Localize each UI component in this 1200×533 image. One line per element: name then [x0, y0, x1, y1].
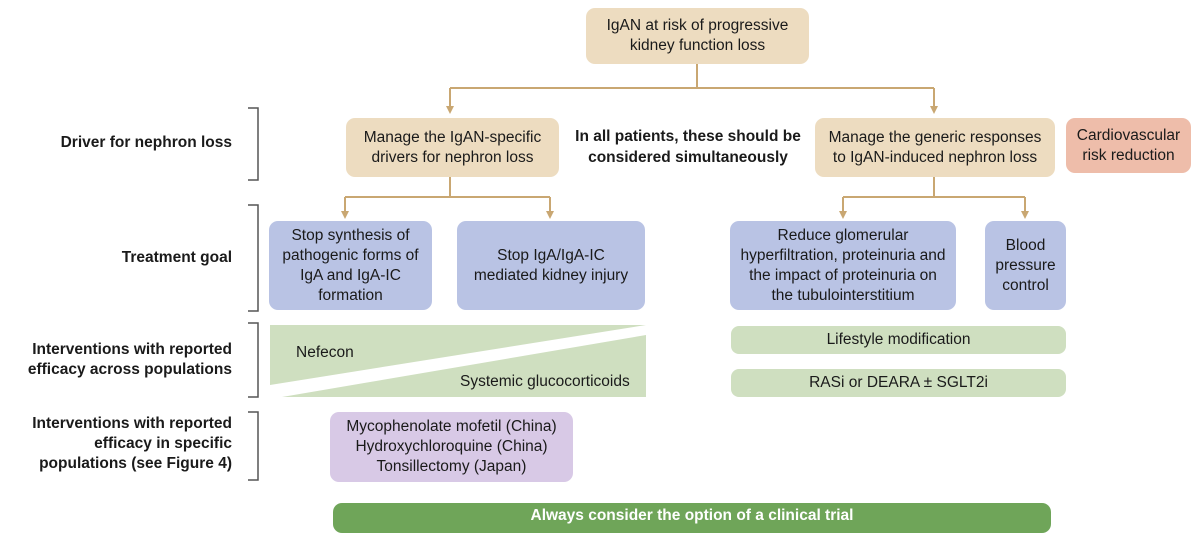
goal-reduce-hyperfiltration-box: Reduce glomerular hyperfiltration, prote… — [730, 221, 956, 310]
connector-generic-to-goals — [839, 177, 1029, 219]
cardiovascular-label: Cardiovascular risk reduction — [1076, 126, 1181, 164]
connector-specific-to-goals — [341, 177, 554, 219]
row-label-interventions-across-text: Interventions with reported efficacy acr… — [27, 341, 232, 378]
glucocorticoids-triangle-shape — [282, 335, 646, 397]
row-label-interventions-across: Interventions with reported efficacy acr… — [12, 340, 232, 380]
goal-bp-control-label: Blood pressure control — [995, 236, 1056, 294]
bracket-goal — [248, 204, 259, 312]
nefecon-label: Nefecon — [296, 344, 354, 361]
driver-specific-label: Manage the IgAN-specific drivers for nep… — [363, 128, 542, 166]
bracket-driver — [248, 107, 259, 181]
goal-bp-control-box: Blood pressure control — [985, 221, 1066, 310]
driver-specific-box: Manage the IgAN-specific drivers for nep… — [346, 118, 559, 177]
row-label-goal: Treatment goal — [32, 248, 232, 268]
goal-stop-synthesis-box: Stop synthesis of pathogenic forms of Ig… — [269, 221, 432, 310]
specific-populations-box: Mycophenolate mofetil (China) Hydroxychl… — [330, 412, 573, 482]
row-label-driver-text: Driver for nephron loss — [60, 134, 232, 151]
specific-item-hydroxychloroquine: Hydroxychloroquine (China) — [355, 438, 548, 455]
cardiovascular-box: Cardiovascular risk reduction — [1066, 118, 1191, 173]
specific-item-mycophenolate: Mycophenolate mofetil (China) — [346, 418, 557, 435]
top-box-igan-at-risk: IgAN at risk of progressive kidney funct… — [586, 8, 809, 64]
row-label-interventions-specific-text: Interventions with reported efficacy in … — [32, 415, 232, 472]
row-label-goal-text: Treatment goal — [121, 249, 232, 266]
bracket-interventions-across — [248, 322, 259, 398]
specific-item-tonsillectomy: Tonsillectomy (Japan) — [376, 458, 527, 475]
goal-stop-injury-box: Stop IgA/IgA-IC mediated kidney injury — [457, 221, 645, 310]
goal-stop-synthesis-label: Stop synthesis of pathogenic forms of Ig… — [282, 226, 419, 304]
lifestyle-box: Lifestyle modification — [731, 326, 1066, 354]
row-label-interventions-specific: Interventions with reported efficacy in … — [10, 414, 232, 474]
clinical-trial-banner-label: Always consider the option of a clinical… — [530, 507, 854, 524]
glucocorticoids-label: Systemic glucocorticoids — [460, 373, 630, 390]
rasi-label: RASi or DEARA ± SGLT2i — [809, 374, 988, 391]
lifestyle-label: Lifestyle modification — [826, 331, 971, 348]
nefecon-triangle-shape — [270, 325, 646, 385]
row-label-driver: Driver for nephron loss — [32, 133, 232, 153]
top-box-label: IgAN at risk of progressive kidney funct… — [606, 17, 789, 54]
rasi-box: RASi or DEARA ± SGLT2i — [731, 369, 1066, 397]
center-note: In all patients, these should be conside… — [575, 128, 801, 166]
clinical-trial-banner: Always consider the option of a clinical… — [333, 503, 1051, 533]
driver-generic-box: Manage the generic responses to IgAN-ind… — [815, 118, 1055, 177]
row-brackets — [248, 107, 259, 481]
connector-top-to-drivers — [446, 64, 938, 114]
goal-stop-injury-label: Stop IgA/IgA-IC mediated kidney injury — [473, 246, 629, 284]
goal-reduce-hyperfiltration-label: Reduce glomerular hyperfiltration, prote… — [740, 226, 946, 304]
driver-generic-label: Manage the generic responses to IgAN-ind… — [828, 128, 1042, 166]
bracket-interventions-specific — [248, 411, 259, 481]
